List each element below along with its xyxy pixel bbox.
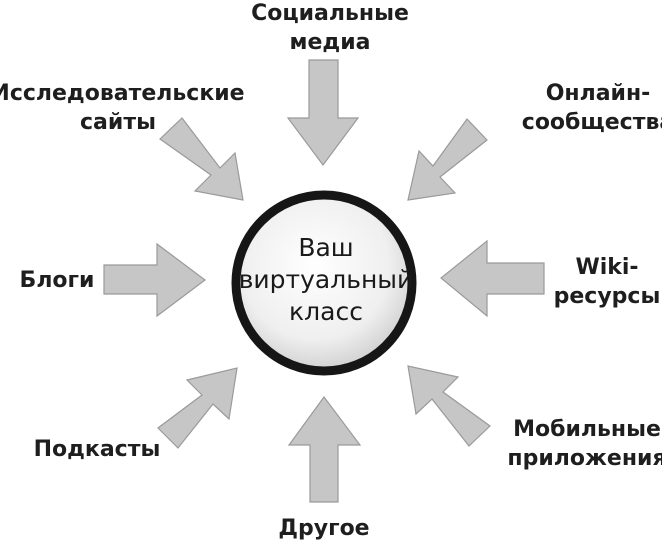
center-circle	[231, 190, 417, 376]
arrow-wiki-resources	[440, 239, 545, 318]
label-online-communities: Онлайн-сообщества	[522, 81, 662, 135]
label-online-communities-line: Онлайн-	[546, 81, 651, 106]
center-label-line: Ваш	[298, 233, 353, 262]
label-social-media-line: Социальные	[251, 1, 409, 26]
arrow-research-sites	[159, 117, 244, 201]
arrow-online-communities	[407, 118, 488, 201]
label-research-sites-line: сайты	[80, 110, 156, 135]
arrow-blogs	[103, 242, 206, 318]
label-blogs: Блоги	[20, 268, 95, 293]
label-blogs-line: Блоги	[20, 268, 95, 293]
label-mobile-apps-line: приложения	[507, 446, 662, 471]
arrow-mobile-apps	[407, 365, 491, 447]
label-social-media-line: медиа	[290, 30, 371, 55]
label-mobile-apps-line: Мобильные	[513, 417, 661, 442]
arrows-group	[103, 59, 545, 503]
label-wiki-resources-line: ресурсы	[554, 284, 661, 309]
center-label-line: класс	[289, 297, 363, 326]
label-wiki-resources: Wiki-ресурсы	[554, 255, 661, 309]
label-other-line: Другое	[278, 516, 369, 541]
label-social-media: Социальные медиа	[251, 1, 409, 55]
label-podcasts-line: Подкасты	[34, 437, 161, 462]
label-research-sites: Исследовательские сайты	[0, 81, 245, 135]
label-online-communities-line: сообщества	[522, 110, 662, 135]
label-mobile-apps: Мобильные приложения	[507, 417, 662, 471]
label-research-sites-line: Исследовательские	[0, 81, 245, 106]
label-podcasts: Подкасты	[34, 437, 161, 462]
label-other: Другое	[278, 516, 369, 541]
center-label-line: виртуальный	[239, 265, 414, 294]
arrow-podcasts	[157, 367, 238, 449]
arrow-social-media	[286, 59, 360, 167]
arrow-other	[287, 395, 362, 503]
center-label: Ваш виртуальный класс	[239, 233, 414, 326]
label-wiki-resources-line: Wiki-	[575, 255, 638, 280]
